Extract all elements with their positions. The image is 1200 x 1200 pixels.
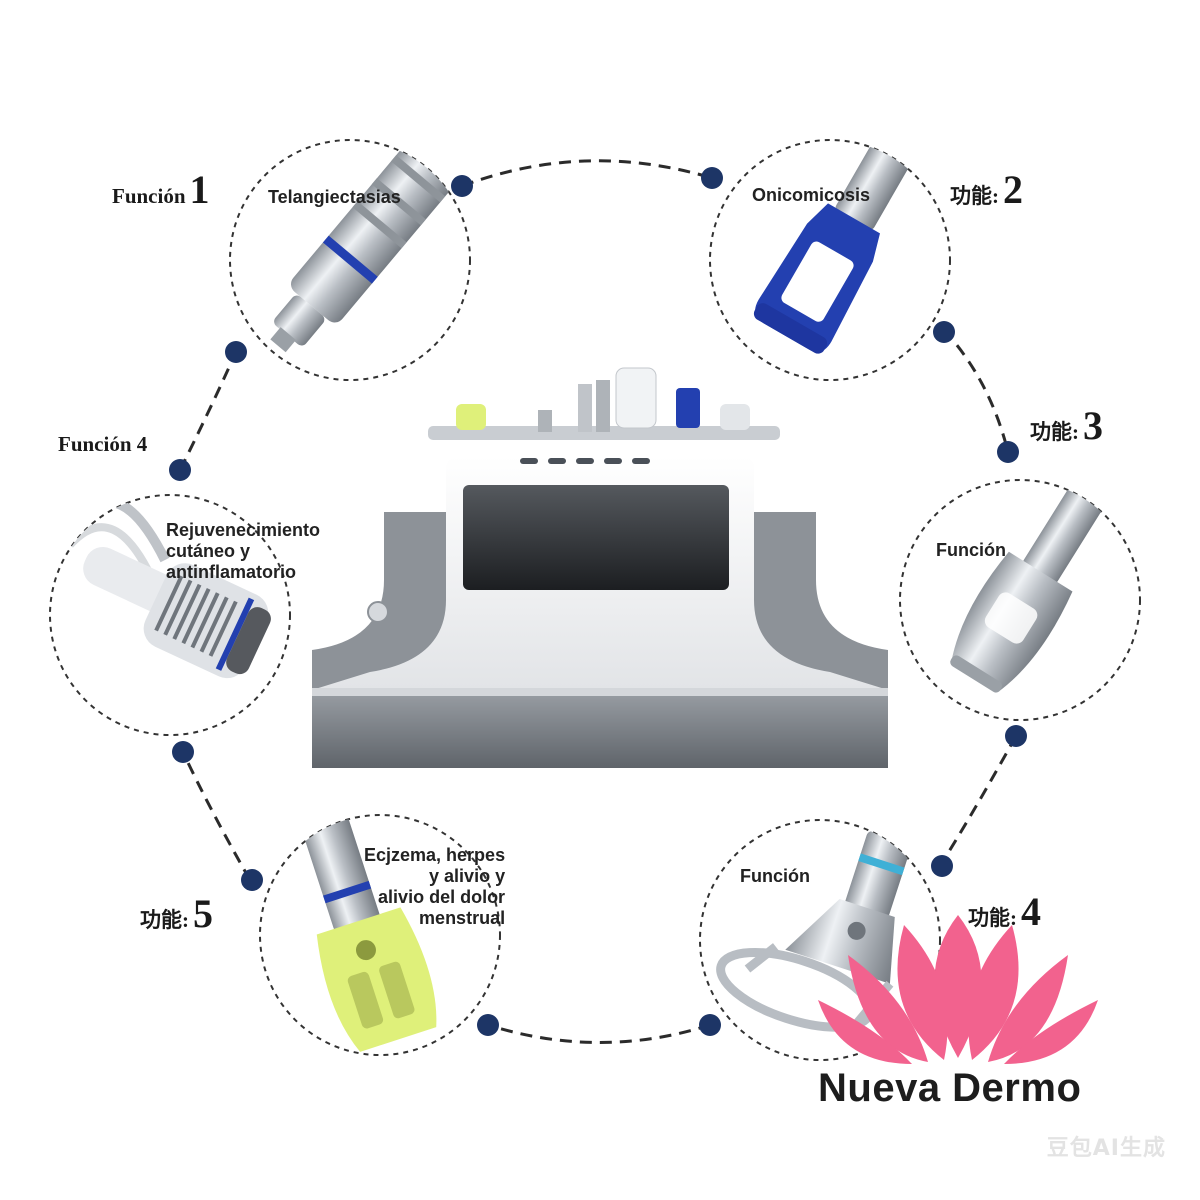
label-funcion-6: 功能:4 — [968, 889, 1041, 934]
brand-name: Nueva Dermo — [818, 1066, 1082, 1110]
heading-rejuvenecimiento: Rejuvenecimiento cutáneo y antinflamator… — [166, 520, 321, 582]
handpiece-onicomicosis — [753, 140, 917, 354]
handpiece-rejuvenecimiento — [67, 497, 271, 679]
heading-funcion-3: Función — [936, 540, 1006, 560]
handpiece-funcion-3 — [950, 482, 1106, 693]
label-funcion-2: 功能:2 — [950, 167, 1023, 212]
heading-onicomicosis: Onicomicosis — [752, 185, 871, 205]
connector-dots — [169, 167, 1027, 1036]
central-device — [312, 367, 888, 768]
label-funcion-5: 功能:5 — [140, 891, 213, 936]
heading-telangiectasias: Telangiectasias — [268, 187, 401, 207]
heading-eczema: Ecjzema, herpes y alivio y alivio del do… — [364, 845, 506, 928]
handpiece-eczema — [302, 815, 437, 1052]
lotus-logo — [818, 915, 1098, 1064]
connector-lines — [178, 159, 1018, 1044]
label-funcion-4: Función 4 — [58, 432, 148, 456]
watermark: 豆包AI生成 — [1046, 1136, 1166, 1161]
heading-funcion-6: Función — [740, 866, 810, 886]
handpiece-telangiectasias — [270, 140, 461, 353]
handpiece-funcion-6 — [716, 831, 911, 1032]
label-funcion-3: 功能:3 — [1030, 403, 1103, 448]
